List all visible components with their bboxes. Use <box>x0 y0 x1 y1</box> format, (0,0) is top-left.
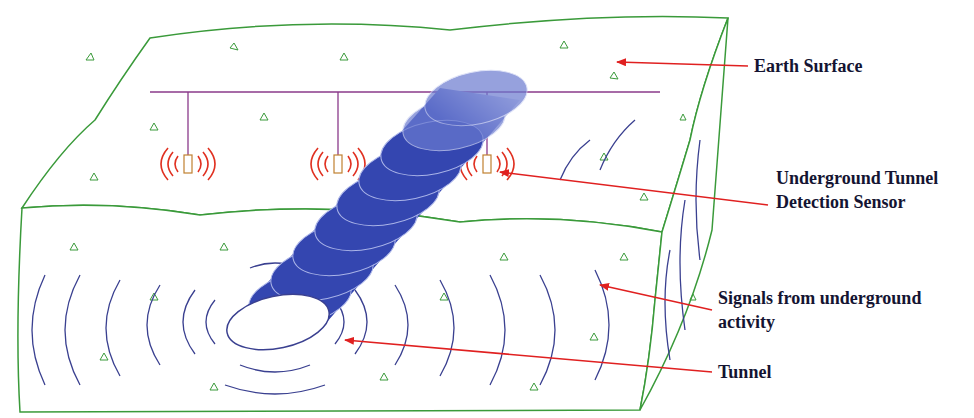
tunnel-label: Tunnel <box>718 360 918 384</box>
surface-label: Earth Surface <box>754 54 954 78</box>
signal-label: Signals from underground activity <box>718 286 923 334</box>
sensor-label: Underground Tunnel Detection Sensor <box>776 166 956 214</box>
